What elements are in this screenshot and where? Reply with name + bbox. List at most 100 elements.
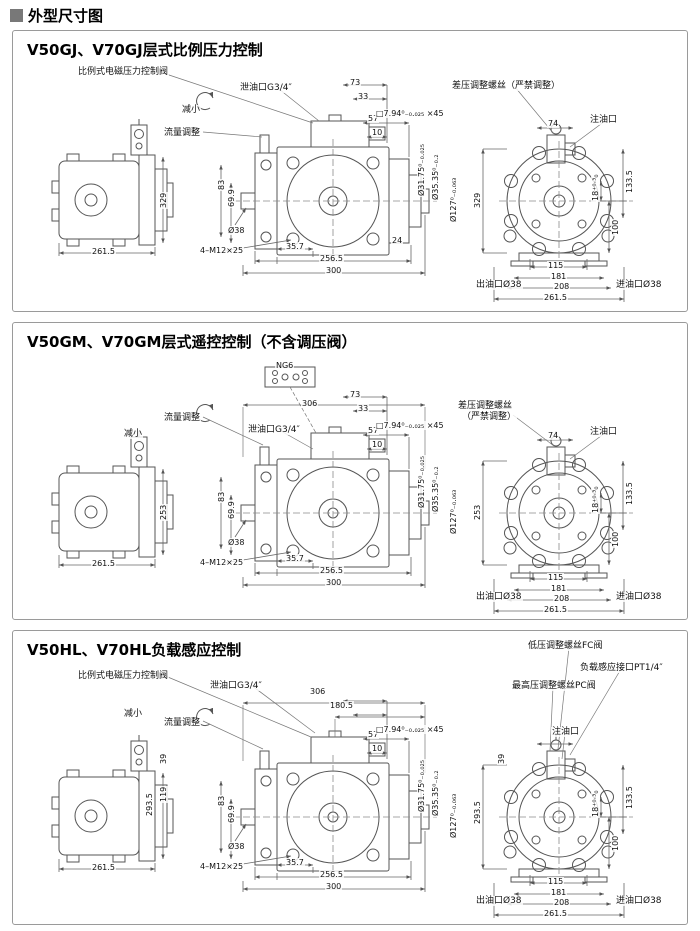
page-title: 外型尺寸图: [28, 7, 104, 25]
callout-decrease: 减小: [123, 429, 144, 440]
dim-pilot-dia-127: Ø127⁰₋₀.₀₆₃: [449, 488, 459, 535]
panel-title: V50GM、V70GM层式遥控控制（不含调压阀）: [27, 333, 357, 351]
dim-top-10: 10: [371, 440, 384, 450]
dim-flange-69-9: 69.9: [227, 500, 237, 520]
dim-side-width: 261.5: [91, 863, 116, 873]
callout-ng6: NG6: [275, 361, 295, 371]
dim-bottom-24: 24: [391, 236, 404, 246]
dim-rear-133-5: 133.5: [625, 481, 635, 506]
dim-side-39: 39: [159, 752, 169, 765]
callout-pc-valve-screw: 最高压调整螺丝PC阀: [511, 681, 597, 692]
dim-rear-181: 181: [550, 272, 568, 282]
dim-top-57: 57: [367, 114, 380, 124]
dim-rear-115: 115: [547, 573, 565, 583]
section-marker-icon: [10, 9, 23, 22]
callout-diff-pressure-screw-line1: 差压调整螺丝: [457, 401, 514, 412]
dim-shaft-key: □7.94⁰₋₀.₀₂₅ ×45: [375, 725, 445, 735]
dim-shaft-dia: Ø38: [227, 226, 246, 236]
dim-rear-208: 208: [553, 898, 571, 908]
page-header: 外型尺寸图: [10, 5, 103, 26]
dim-shaft-dia-35-35: Ø35.35⁰₋₀.₂: [431, 769, 441, 817]
dim-bottom-256-5: 256.5: [319, 870, 344, 880]
dim-bottom-300: 300: [325, 578, 343, 588]
callout-oil-fill-port: 注油口: [589, 427, 619, 438]
dim-rear-74: 74: [547, 431, 560, 441]
callout-decrease: 减小: [123, 709, 144, 720]
callout-drain-port: 泄油口G3/4″: [247, 425, 301, 436]
callout-outlet-port: 出油口Ø38: [475, 280, 523, 291]
dim-shaft-dia-31-75: Ø31.75⁰₋₀.₀₂₅: [417, 143, 427, 197]
pump-side-view: [51, 431, 174, 559]
decrease-arrow-icon: [196, 707, 214, 727]
callout-inlet-port: 进油口Ø38: [615, 896, 663, 907]
dim-shaft-dia: Ø38: [227, 538, 246, 548]
dim-rear-100: 100: [611, 834, 621, 852]
dim-bottom-256-5: 256.5: [319, 254, 344, 264]
callout-oil-fill-port: 注油口: [589, 115, 619, 126]
dim-shaft-key: □7.94⁰₋₀.₀₂₅ ×45: [375, 109, 445, 119]
dim-mounting-bolts: 4–M12×25: [199, 862, 245, 872]
pump-dimension-drawing: [51, 699, 633, 918]
dim-side-height: 329: [159, 191, 169, 209]
dim-bottom-35-7: 35.7: [285, 242, 305, 252]
dim-pilot-dia-127: Ø127⁰₋₀.₀₆₃: [449, 792, 459, 839]
dim-top-306: 306: [301, 399, 319, 409]
callout-outlet-port: 出油口Ø38: [475, 592, 523, 603]
dim-rear-39: 39: [497, 752, 507, 765]
callout-diff-pressure-screw: 差压调整螺丝（严禁调整）: [451, 81, 562, 92]
callout-outlet-port: 出油口Ø38: [475, 896, 523, 907]
dim-rear-115: 115: [547, 261, 565, 271]
dim-rear-133-5: 133.5: [625, 785, 635, 810]
dim-rear-74: 74: [547, 119, 560, 129]
dim-shaft-dia: Ø38: [227, 842, 246, 852]
dim-rear-133-5: 133.5: [625, 169, 635, 194]
dim-bottom-35-7: 35.7: [285, 858, 305, 868]
pump-side-view: [51, 735, 174, 863]
dim-rear-261-5: 261.5: [543, 605, 568, 615]
callout-drain-port: 泄油口G3/4″: [239, 83, 293, 94]
callout-load-sense-port: 负载感应接口PT1/4″: [579, 663, 664, 674]
dim-rear-height: 329: [473, 191, 483, 209]
dim-top-10: 10: [371, 128, 384, 138]
dim-top-57: 57: [367, 730, 380, 740]
callout-oil-fill-port: 注油口: [551, 727, 581, 738]
callout-fc-valve-screw: 低压调整螺丝FC阀: [527, 641, 604, 652]
dim-top-73: 73: [349, 390, 362, 400]
dim-shaft-dia-35-35: Ø35.35⁰₋₀.₂: [431, 153, 441, 201]
dim-rear-115: 115: [547, 877, 565, 887]
callout-leader-lines: [162, 72, 606, 148]
dim-flange-69-9: 69.9: [227, 804, 237, 824]
callout-proportional-valve: 比例式电磁压力控制阀: [77, 67, 170, 78]
callout-inlet-port: 进油口Ø38: [615, 592, 663, 603]
dim-bottom-35-7: 35.7: [285, 554, 305, 564]
dim-shaft-dia-31-75: Ø31.75⁰₋₀.₀₂₅: [417, 759, 427, 813]
dim-top-306: 306: [309, 687, 327, 697]
dim-mounting-bolts: 4–M12×25: [199, 246, 245, 256]
panel-title: V50HL、V70HL负载感应控制: [27, 641, 242, 659]
dim-shaft-dia-31-75: Ø31.75⁰₋₀.₀₂₅: [417, 455, 427, 509]
callout-decrease: 减小: [181, 105, 202, 116]
pump-drawing-host: [13, 31, 687, 313]
dim-rear-height: 293.5: [473, 800, 483, 825]
dim-flange-83: 83: [217, 178, 227, 191]
dim-shaft-dia-35-35: Ø35.35⁰₋₀.₂: [431, 465, 441, 513]
dim-side-119: 119: [159, 785, 169, 803]
dim-rear-261-5: 261.5: [543, 909, 568, 919]
dim-top-180-5: 180.5: [329, 701, 354, 711]
dim-top-57: 57: [367, 426, 380, 436]
dim-flange-83: 83: [217, 794, 227, 807]
dim-side-height: 253: [159, 503, 169, 521]
dim-side-width: 261.5: [91, 247, 116, 257]
dim-rear-181: 181: [550, 584, 568, 594]
dim-side-width: 261.5: [91, 559, 116, 569]
dim-flange-69-9: 69.9: [227, 188, 237, 208]
dim-top-33: 33: [357, 404, 370, 414]
ng6-pad-and-leader-lines: [202, 366, 606, 469]
dim-rear-208: 208: [553, 594, 571, 604]
dim-bottom-300: 300: [325, 266, 343, 276]
dim-rear-100: 100: [611, 218, 621, 236]
pump-drawing-host: [13, 647, 687, 929]
callout-flow-adjust: 流量调整: [163, 718, 202, 729]
dim-top-33: 33: [357, 92, 370, 102]
